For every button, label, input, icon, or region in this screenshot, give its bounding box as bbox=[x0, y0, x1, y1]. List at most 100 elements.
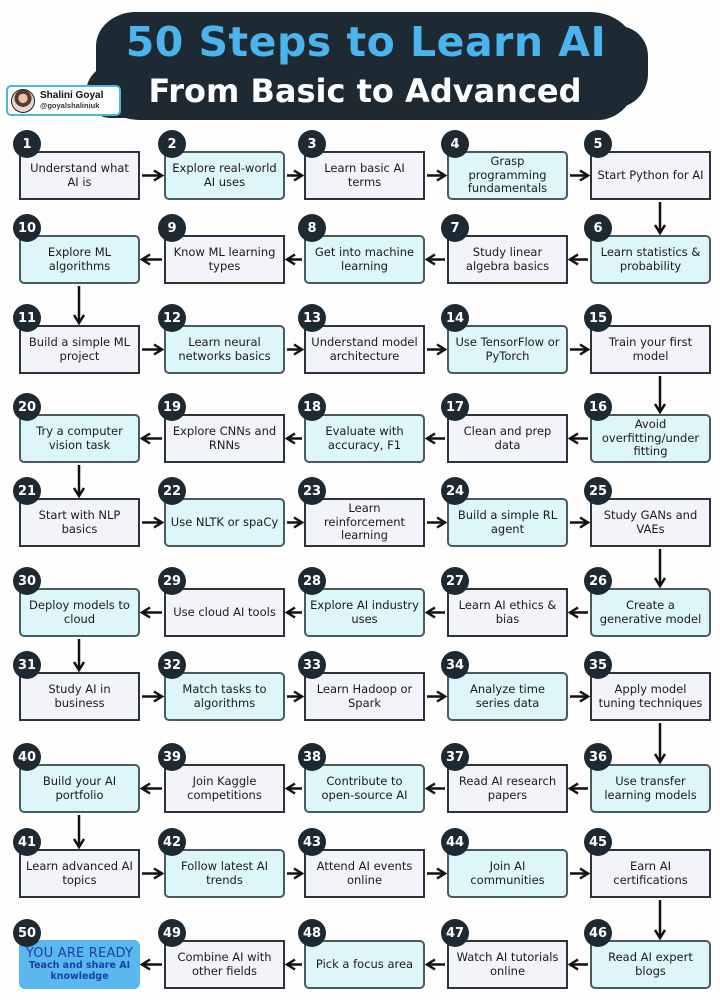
step-label: Use NLTK or spaCy bbox=[170, 514, 279, 529]
step-box-36: Use transfer learning models bbox=[590, 764, 711, 813]
arrow-left-icon bbox=[0, 0, 162, 795]
step-box-20: Try a computer vision task bbox=[19, 414, 140, 463]
step-number-badge: 8 bbox=[298, 214, 326, 242]
arrow-left-icon bbox=[0, 0, 445, 266]
step-label: Match tasks to algorithms bbox=[182, 681, 267, 710]
step-number-badge: 20 bbox=[13, 393, 41, 421]
step-box-46: Read AI expert blogs bbox=[590, 940, 711, 989]
step-box-29: Use cloud AI tools bbox=[164, 588, 285, 637]
step-number-badge: 21 bbox=[13, 477, 41, 505]
step-number-badge: 23 bbox=[298, 477, 326, 505]
step-number-badge: 12 bbox=[158, 304, 186, 332]
step-number-badge: 13 bbox=[298, 304, 326, 332]
step-label: Pick a focus area bbox=[315, 956, 414, 971]
step-label: Create a generative model bbox=[599, 597, 702, 626]
step-box-5: Start Python for AI bbox=[590, 151, 711, 200]
arrow-left-icon bbox=[0, 0, 588, 445]
step-box-47: Watch AI tutorials online bbox=[447, 940, 568, 989]
step-box-28: Explore AI industry uses bbox=[304, 588, 425, 637]
step-box-4: Grasp programming fundamentals bbox=[447, 151, 568, 200]
step-number-badge: 46 bbox=[584, 919, 612, 947]
arrow-right-icon bbox=[0, 0, 305, 529]
step-box-9: Know ML learning types bbox=[164, 235, 285, 284]
author-handle: @goyalshaliniuk bbox=[40, 100, 100, 110]
step-label: Start Python for AI bbox=[597, 167, 704, 182]
step-box-44: Join AI communities bbox=[447, 849, 568, 898]
step-label: Use transfer learning models bbox=[604, 773, 697, 802]
arrow-left-icon bbox=[0, 0, 302, 619]
step-label: Build a simple ML project bbox=[28, 334, 131, 363]
step-number-badge: 1 bbox=[13, 130, 41, 158]
step-box-32: Match tasks to algorithms bbox=[164, 672, 285, 721]
step-box-15: Train your first model bbox=[590, 325, 711, 374]
step-label: Learn advanced AI topics bbox=[26, 858, 133, 887]
step-number-badge: 44 bbox=[441, 828, 469, 856]
step-label: Apply model tuning techniques bbox=[598, 681, 703, 710]
arrow-down-icon bbox=[0, 0, 86, 850]
arrow-left-icon bbox=[0, 0, 162, 619]
step-label: Explore CNNs and RNNs bbox=[172, 423, 277, 452]
title-background bbox=[86, 12, 648, 120]
final-step-heading: YOU ARE READY bbox=[25, 945, 134, 961]
arrow-left-icon bbox=[0, 0, 445, 619]
step-label: Read AI research papers bbox=[458, 773, 557, 802]
arrow-left-icon bbox=[0, 0, 302, 971]
arrow-right-icon bbox=[0, 0, 165, 529]
step-label: Train your first model bbox=[608, 334, 693, 363]
step-box-49: Combine AI with other fields bbox=[164, 940, 285, 989]
arrow-left-icon bbox=[0, 0, 445, 971]
step-label: Start with NLP basics bbox=[38, 507, 121, 536]
arrow-right-icon bbox=[0, 0, 448, 529]
step-number-badge: 41 bbox=[13, 828, 41, 856]
arrow-left-icon bbox=[0, 0, 588, 619]
step-label: Clean and prep data bbox=[463, 423, 552, 452]
step-box-6: Learn statistics & probability bbox=[590, 235, 711, 284]
step-number-badge: 27 bbox=[441, 567, 469, 595]
arrow-right-icon bbox=[0, 0, 591, 182]
step-label: Use cloud AI tools bbox=[173, 604, 276, 619]
step-label: Analyze time series data bbox=[470, 681, 545, 710]
arrow-left-icon bbox=[0, 0, 445, 795]
arrow-right-icon bbox=[0, 0, 591, 880]
step-box-31: Study AI in business bbox=[19, 672, 140, 721]
step-label: Explore AI industry uses bbox=[310, 597, 419, 626]
arrow-left-icon bbox=[0, 0, 302, 266]
arrow-left-icon bbox=[0, 0, 445, 445]
step-box-25: Study GANs and VAEs bbox=[590, 498, 711, 547]
step-number-badge: 39 bbox=[158, 743, 186, 771]
step-number-badge: 16 bbox=[584, 393, 612, 421]
step-number-badge: 37 bbox=[441, 743, 469, 771]
arrow-right-icon bbox=[0, 0, 448, 356]
step-label: Try a computer vision task bbox=[36, 423, 123, 452]
step-label: Build your AI portfolio bbox=[42, 773, 117, 802]
step-number-badge: 36 bbox=[584, 743, 612, 771]
step-number-badge: 22 bbox=[158, 477, 186, 505]
step-label: Join AI communities bbox=[470, 858, 545, 887]
step-label: Join Kaggle competitions bbox=[187, 773, 262, 802]
step-label: Understand what AI is bbox=[30, 160, 129, 189]
step-label: Explore ML algorithms bbox=[47, 244, 112, 273]
step-box-3: Learn basic AI terms bbox=[304, 151, 425, 200]
step-box-40: Build your AI portfolio bbox=[19, 764, 140, 813]
step-number-badge: 9 bbox=[158, 214, 186, 242]
arrow-right-icon bbox=[0, 0, 165, 703]
page-subtitle: From Basic to Advanced bbox=[148, 72, 582, 110]
step-number-badge: 45 bbox=[584, 828, 612, 856]
step-label: Avoid overfitting/under fitting bbox=[601, 416, 700, 459]
arrow-right-icon bbox=[0, 0, 305, 182]
step-number-badge: 28 bbox=[298, 567, 326, 595]
step-box-14: Use TensorFlow or PyTorch bbox=[447, 325, 568, 374]
final-step-subtext: Teach and share AI knowledge bbox=[28, 960, 131, 982]
step-label: Learn neural networks basics bbox=[178, 334, 271, 363]
step-number-badge: 25 bbox=[584, 477, 612, 505]
arrow-down-icon bbox=[0, 0, 86, 326]
step-label: Combine AI with other fields bbox=[177, 949, 272, 978]
arrow-left-icon bbox=[0, 0, 588, 795]
arrow-right-icon bbox=[0, 0, 591, 703]
arrow-right-icon bbox=[0, 0, 448, 880]
step-number-badge: 33 bbox=[298, 651, 326, 679]
arrow-down-icon bbox=[0, 0, 667, 589]
step-number-badge: 6 bbox=[584, 214, 612, 242]
step-number-badge: 30 bbox=[13, 567, 41, 595]
